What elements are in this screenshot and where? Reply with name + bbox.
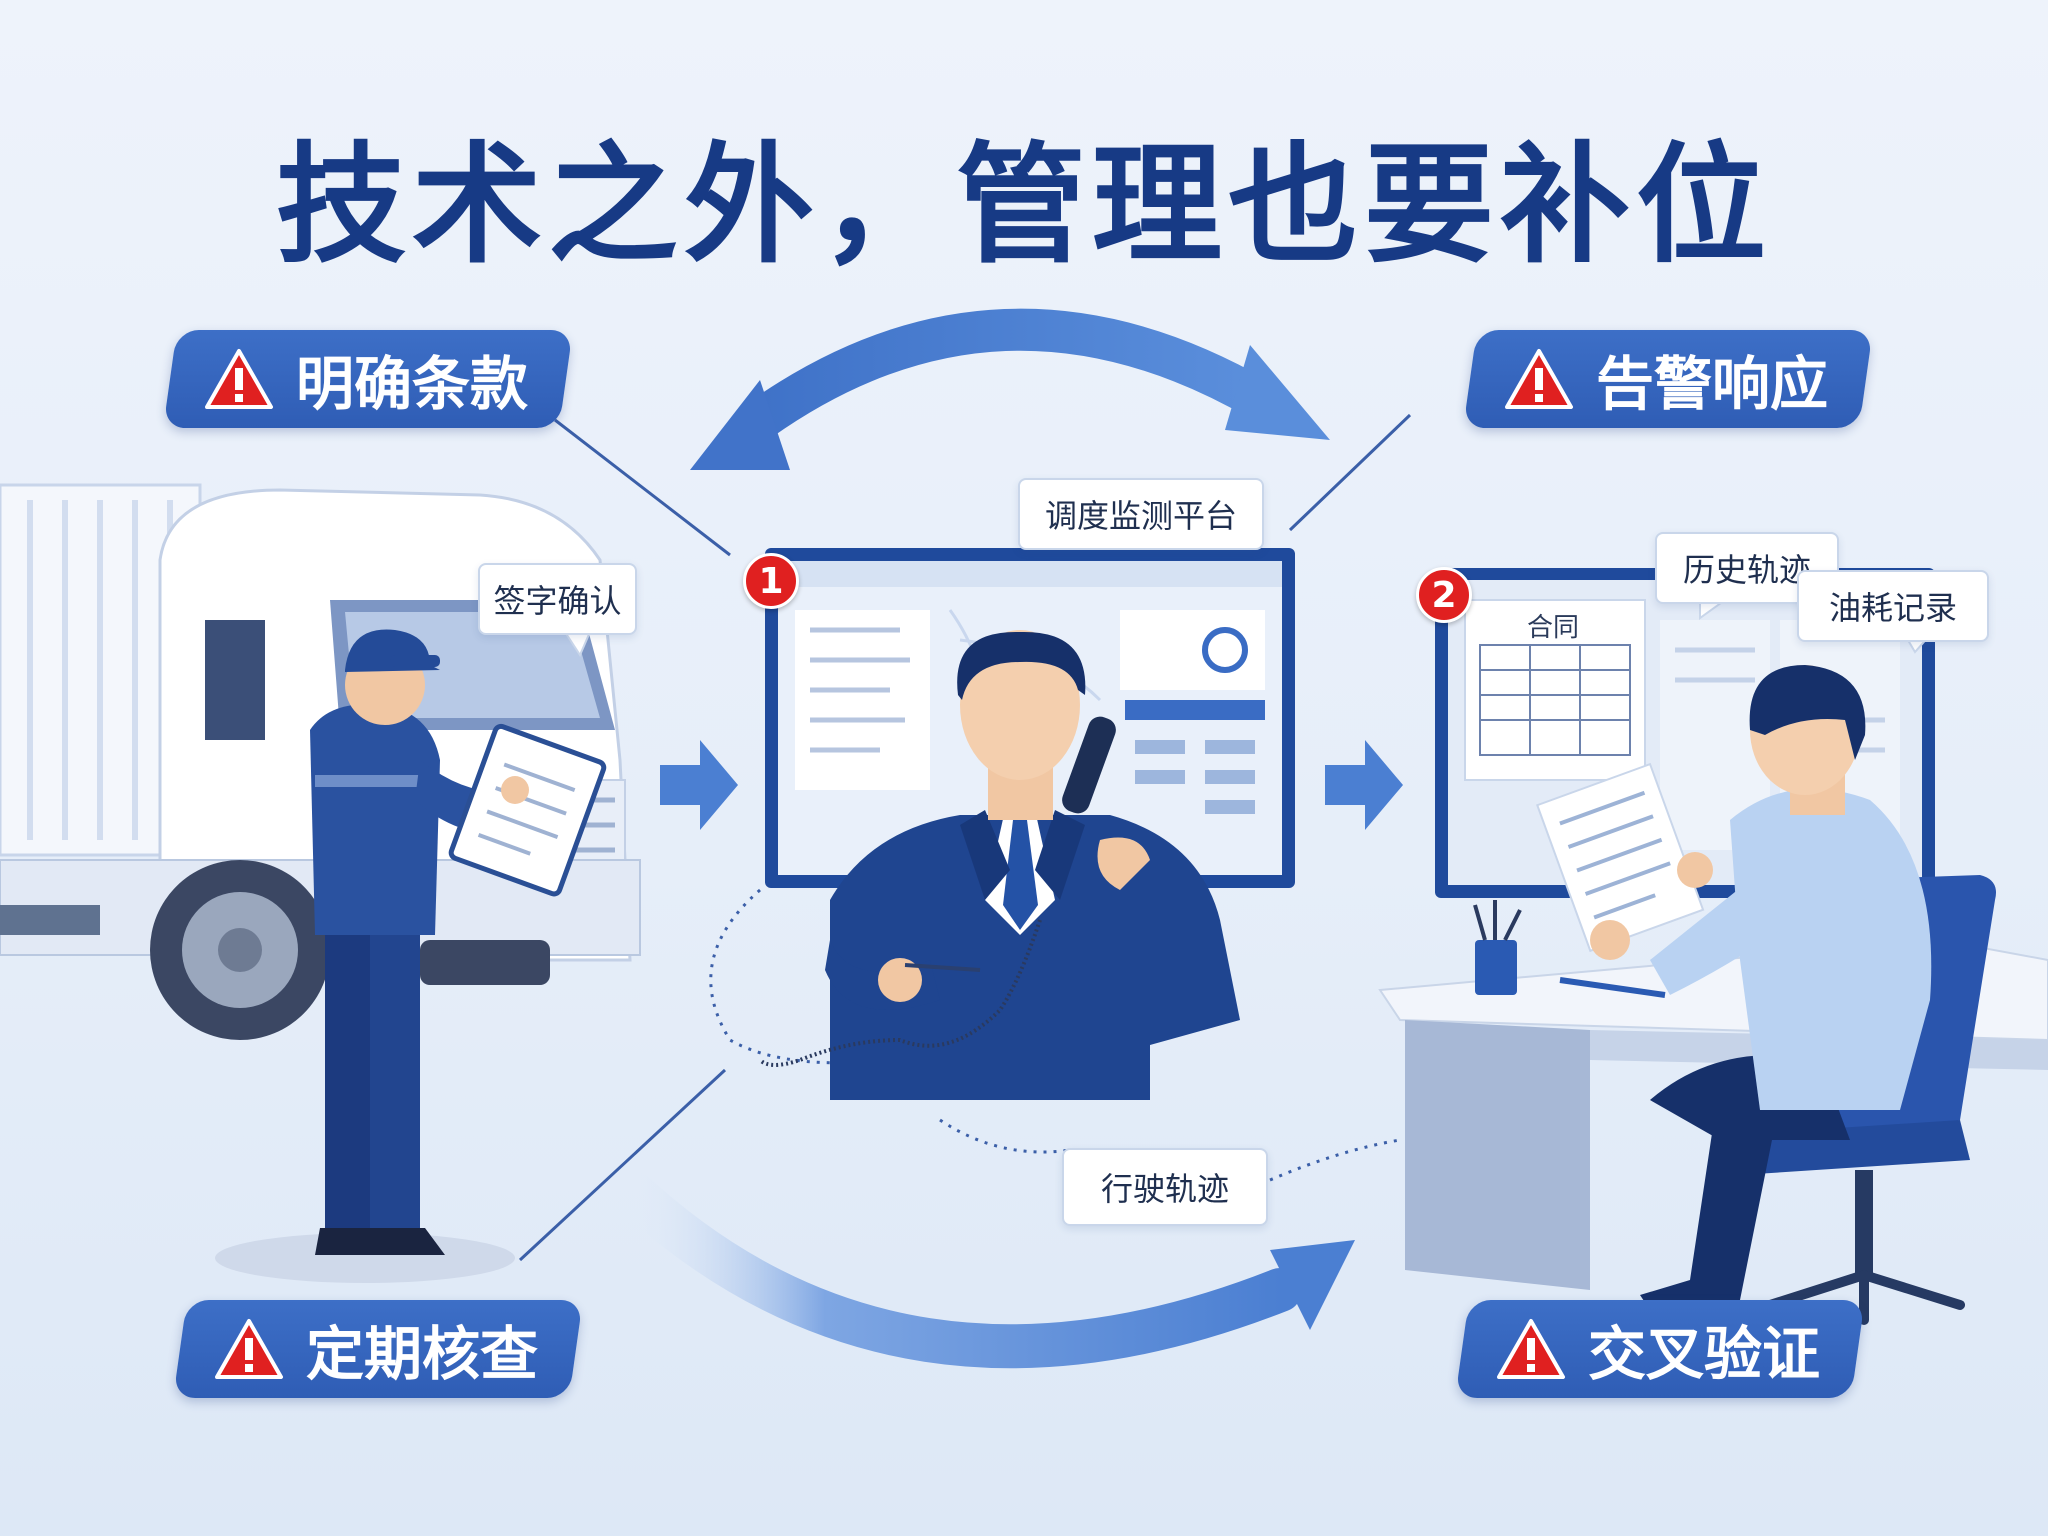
warning-icon <box>205 349 273 409</box>
callout-dispatch-platform: 调度监测平台 <box>1018 478 1264 550</box>
clerk-illustration <box>1536 665 1932 1310</box>
cycle-arrow-bottom <box>608 1168 1355 1369</box>
pill-periodic-check: 定期核查 <box>173 1300 583 1398</box>
dotted-line-right <box>1269 1138 1401 1182</box>
step-badge-2: 2 <box>1416 567 1472 623</box>
connector-lines <box>518 413 1412 1262</box>
pill-alarm-response: 告警响应 <box>1463 330 1873 428</box>
cycle-arrow-top <box>690 308 1330 470</box>
dotted-line-center <box>939 1118 1071 1154</box>
pill-label: 告警响应 <box>1596 350 1829 418</box>
warning-icon <box>1505 349 1573 409</box>
step-badge-1: 1 <box>743 553 799 609</box>
warning-icon <box>1497 1319 1565 1379</box>
inspector-illustration <box>215 629 607 1283</box>
dotted-line-left <box>709 888 961 1065</box>
pill-define-terms: 明确条款 <box>163 330 573 428</box>
callout-driving-track: 行驶轨迹 <box>1062 1148 1268 1226</box>
pill-label: 定期核查 <box>306 1320 539 1388</box>
pill-label: 明确条款 <box>296 350 529 418</box>
warning-icon <box>215 1319 283 1379</box>
dispatcher-illustration <box>758 630 1240 1100</box>
callout-sign-confirm: 签字确认 <box>478 563 637 635</box>
page-title: 技术之外，管理也要补位 <box>275 129 1772 281</box>
pill-cross-verify: 交叉验证 <box>1455 1300 1865 1398</box>
pill-label: 交叉验证 <box>1588 1320 1821 1388</box>
contract-label: 合同 <box>1527 613 1580 643</box>
flow-arrows <box>660 740 1403 830</box>
callout-fuel-record: 油耗记录 <box>1797 570 1989 642</box>
